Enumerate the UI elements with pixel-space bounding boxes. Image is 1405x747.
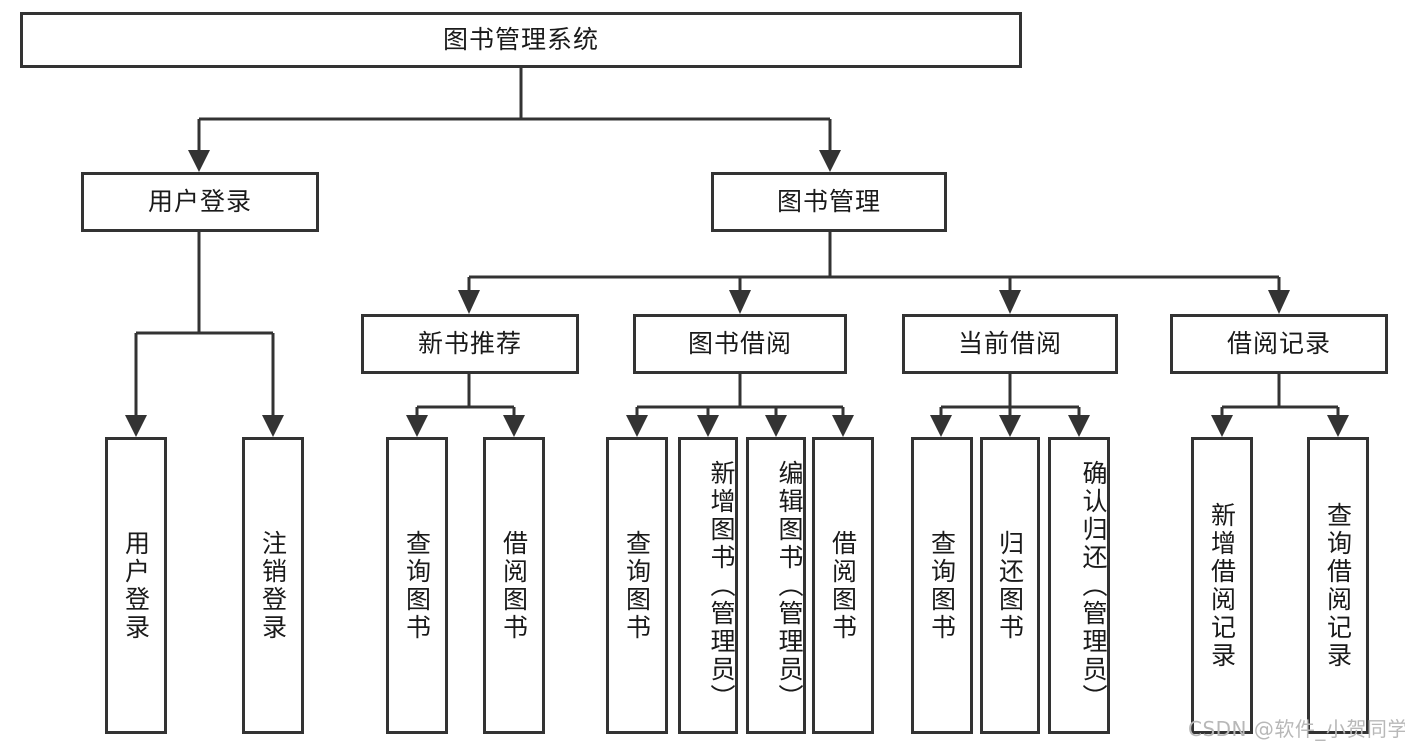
node-root-book-management-system[interactable]: 图书管理系统	[20, 12, 1022, 68]
arrowhead-borrow-record-l2	[1327, 415, 1349, 437]
arrowhead-current-borrow-l3	[1068, 415, 1090, 437]
leaf-borrow-record-add[interactable]: 新增借阅记录	[1191, 437, 1253, 734]
node-book-management[interactable]: 图书管理	[711, 172, 947, 232]
leaf-book-borrow-lend[interactable]: 借阅图书	[812, 437, 874, 734]
leaf-current-borrow-confirm-return[interactable]: 确认归还（管理员）	[1048, 437, 1110, 734]
leaf-user-login-signout[interactable]: 注销登录	[242, 437, 304, 734]
leaf-new-book-query[interactable]: 查询图书	[386, 437, 448, 734]
arrowhead-user-login-l2	[262, 415, 284, 437]
arrowhead-book-borrow-l3	[765, 415, 787, 437]
node-user-login[interactable]: 用户登录	[81, 172, 319, 232]
arrowhead-new-book	[458, 290, 480, 314]
arrowhead-book-borrow-l4	[832, 415, 854, 437]
node-current-borrow[interactable]: 当前借阅	[902, 314, 1118, 374]
arrowhead-current-borrow	[999, 290, 1021, 314]
leaf-borrow-record-query[interactable]: 查询借阅记录	[1307, 437, 1369, 734]
arrowhead-new-book-l1	[406, 415, 428, 437]
arrowhead-book-borrow	[729, 290, 751, 314]
leaf-current-borrow-query[interactable]: 查询图书	[911, 437, 973, 734]
csdn-watermark: CSDN @软件_小贺同学	[1188, 717, 1405, 741]
leaf-new-book-borrow[interactable]: 借阅图书	[483, 437, 545, 734]
arrowhead-book-borrow-l1	[626, 415, 648, 437]
leaf-user-login-signin[interactable]: 用户登录	[105, 437, 167, 734]
arrowhead-current-borrow-l2	[999, 415, 1021, 437]
node-book-borrow[interactable]: 图书借阅	[633, 314, 847, 374]
leaf-book-borrow-add[interactable]: 新增图书（管理员）	[678, 437, 738, 734]
arrowhead-book-borrow-l2	[697, 415, 719, 437]
leaf-book-borrow-query[interactable]: 查询图书	[606, 437, 668, 734]
arrowhead-borrow-record	[1268, 290, 1290, 314]
arrowhead-current-borrow-l1	[930, 415, 952, 437]
node-new-book-recommend[interactable]: 新书推荐	[361, 314, 579, 374]
arrowhead-user-login-l1	[125, 415, 147, 437]
arrowhead-borrow-record-l1	[1211, 415, 1233, 437]
leaf-current-borrow-return[interactable]: 归还图书	[980, 437, 1040, 734]
arrowhead-book-manage	[819, 150, 841, 172]
arrowhead-user-login	[188, 150, 210, 172]
node-borrow-record[interactable]: 借阅记录	[1170, 314, 1388, 374]
arrowhead-new-book-l2	[503, 415, 525, 437]
leaf-book-borrow-edit[interactable]: 编辑图书（管理员）	[746, 437, 806, 734]
